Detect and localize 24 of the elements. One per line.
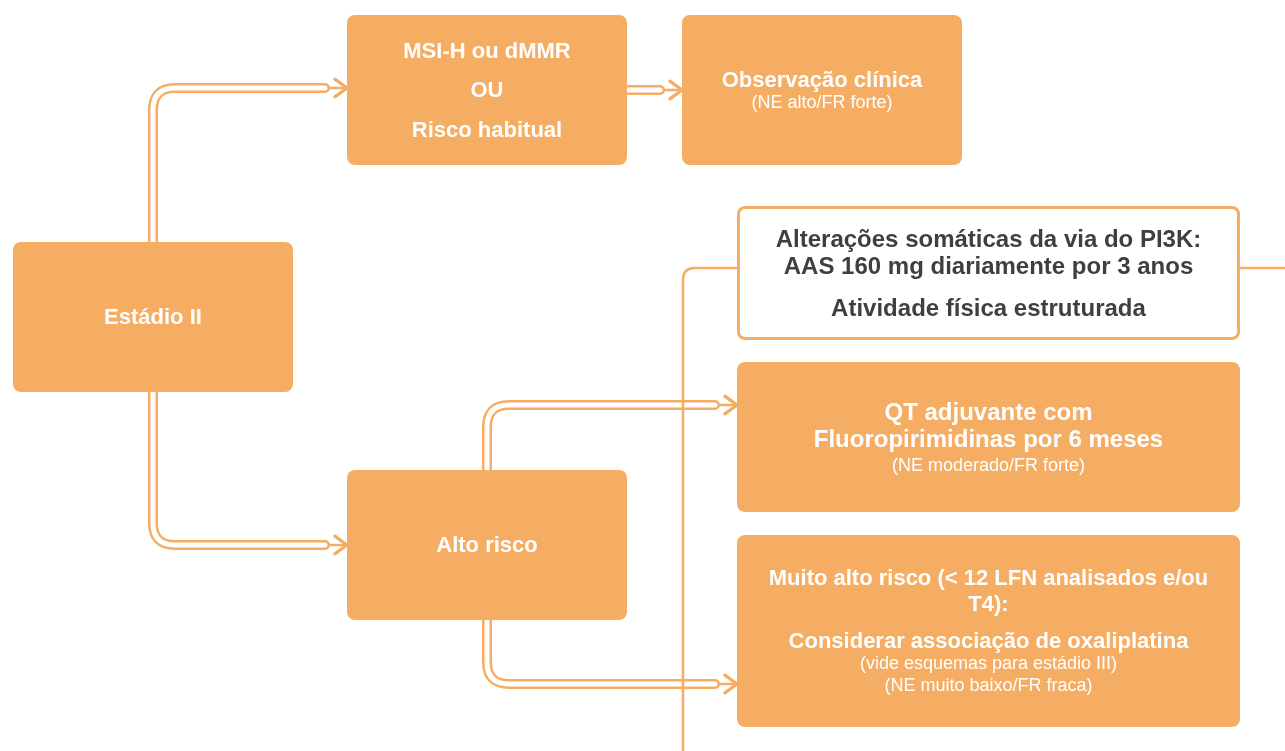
treatment-box bbox=[737, 362, 1240, 512]
criteria-box bbox=[347, 15, 627, 165]
box-text: QT adjuvante com Fluoropirimidinas por 6 meses bbox=[812, 397, 1165, 453]
process-box bbox=[347, 470, 627, 620]
note-box bbox=[737, 206, 1240, 340]
evidence-note: (NE moderado/FR forte) bbox=[891, 454, 1086, 477]
connector-line bbox=[681, 266, 739, 751]
box-text: Estádio II bbox=[104, 304, 202, 330]
treatment-box bbox=[737, 535, 1240, 727]
process-box bbox=[13, 242, 293, 392]
box-text: Risco habitual bbox=[411, 116, 563, 142]
evidence-note: (vide esquemas para estádio III) bbox=[859, 653, 1118, 675]
box-text: MSI-H ou dMMR bbox=[403, 38, 571, 64]
box-text: Observação clínica bbox=[721, 66, 923, 92]
evidence-note: (NE muito baixo/FR fraca) bbox=[884, 674, 1093, 697]
outcome-box bbox=[682, 15, 962, 165]
box-text: OU bbox=[470, 77, 504, 103]
box-text: Atividade física estruturada bbox=[831, 293, 1146, 322]
box-text: Alto risco bbox=[436, 532, 538, 558]
box-text: Alterações somáticas da via do PI3K: AAS 160 mg diariamente por 3 anos bbox=[774, 224, 1203, 280]
connector-line bbox=[1238, 266, 1285, 270]
box-text: Considerar associação de oxaliplatina bbox=[788, 628, 1189, 654]
box-text: Muito alto risco (< 12 LFN analisados e/ou T4): bbox=[767, 565, 1210, 617]
evidence-note: (NE alto/FR forte) bbox=[751, 91, 893, 114]
